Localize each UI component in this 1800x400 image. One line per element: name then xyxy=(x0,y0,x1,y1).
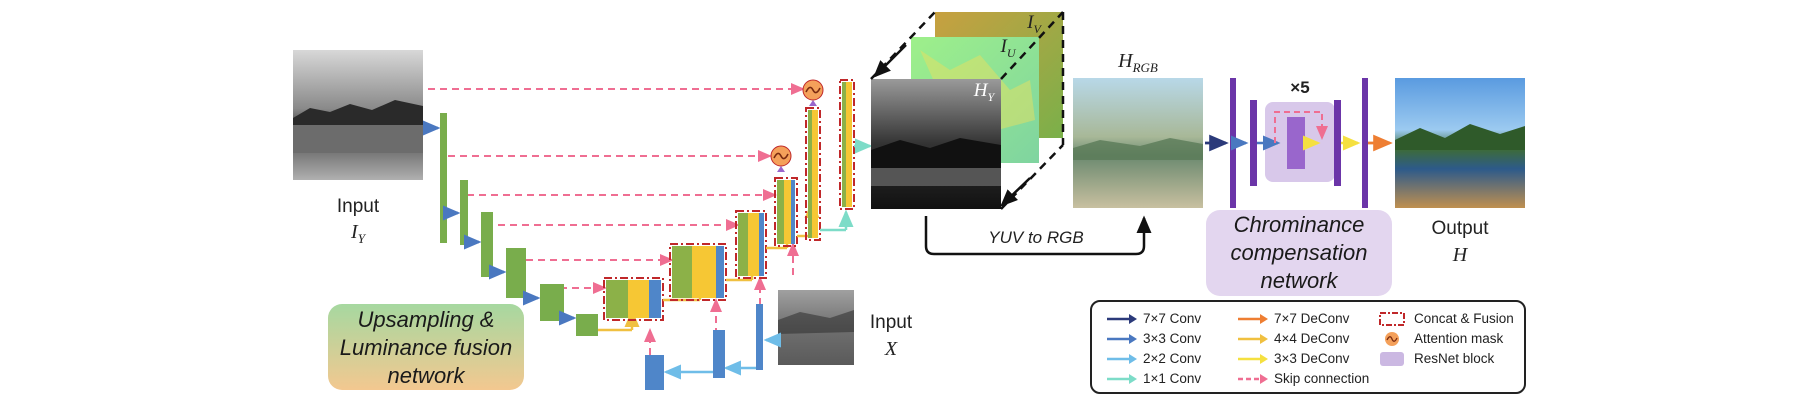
chrominance-label-1: Chrominance xyxy=(1233,212,1365,237)
legend-item-label: 2×2 Conv xyxy=(1143,351,1202,366)
yuv-to-rgb-connector xyxy=(924,215,1152,256)
legend-item-label: ResNet block xyxy=(1414,351,1495,366)
legend-swatch xyxy=(1385,332,1399,346)
legend-swatch xyxy=(1107,334,1137,344)
legend-swatch xyxy=(1238,314,1268,324)
hy-label: HY xyxy=(973,80,995,104)
legend-swatch xyxy=(1107,374,1137,384)
green-bar-6 xyxy=(576,314,598,336)
times5-label: ×5 xyxy=(1290,78,1310,97)
green-bar-1 xyxy=(440,113,447,243)
legend-item-label: 4×4 DeConv xyxy=(1274,331,1350,346)
skip-connections xyxy=(428,83,805,355)
legend-swatch xyxy=(1107,354,1137,364)
hrgb-image xyxy=(1073,78,1203,208)
legend-swatch xyxy=(1238,374,1268,384)
legend-item-label: Concat & Fusion xyxy=(1414,311,1514,326)
hrgb-label: HRGB xyxy=(1118,50,1158,75)
green-bar-2 xyxy=(460,180,468,245)
input-x-symbol: X xyxy=(884,338,898,360)
green-bar-5 xyxy=(540,284,564,321)
encoder-branch xyxy=(423,113,598,336)
chrominance-box xyxy=(1206,210,1392,296)
upsampling-label-3: network xyxy=(387,363,465,388)
upsampling-label-2: Luminance fusion xyxy=(339,335,513,360)
decoder-branch xyxy=(598,79,873,332)
legend-swatch xyxy=(1379,312,1405,326)
legend-item-label: Attention mask xyxy=(1414,331,1504,346)
chrominance-label-3: network xyxy=(1260,268,1338,293)
chrominance-network xyxy=(1205,78,1393,208)
legend-item-label: 1×1 Conv xyxy=(1143,371,1202,386)
legend xyxy=(1090,300,1526,394)
legend-swatch xyxy=(1107,314,1137,324)
legend-swatch xyxy=(1238,334,1268,344)
input-iy-symbol: IY xyxy=(351,221,365,246)
output-label: Output xyxy=(1431,218,1489,239)
input-x-branch xyxy=(645,290,854,390)
chrominance-label-2: compensation xyxy=(1230,240,1368,265)
legend-item-label: 7×7 DeConv xyxy=(1274,311,1350,326)
green-bar-4 xyxy=(506,248,526,298)
legend-swatch xyxy=(1238,354,1268,364)
upsampling-label-1: Upsampling & xyxy=(357,307,495,332)
output-symbol: H xyxy=(1452,244,1468,266)
legend-item-label: 3×3 Conv xyxy=(1143,331,1202,346)
output-image xyxy=(1395,78,1525,208)
green-bar-3 xyxy=(481,212,493,277)
iu-label: IU xyxy=(1000,36,1016,60)
yuv-to-rgb-label: YUV to RGB xyxy=(988,228,1084,247)
yuv-cube xyxy=(870,11,1065,210)
legend-item-label: 3×3 DeConv xyxy=(1274,351,1350,366)
legend-item-label: Skip connection xyxy=(1274,371,1370,386)
input-iy-image xyxy=(293,50,423,180)
attention-mask-icon xyxy=(770,79,824,172)
input-iy-label: Input xyxy=(336,196,380,217)
legend-item-label: 7×7 Conv xyxy=(1143,311,1202,326)
input-x-label: Input xyxy=(869,312,913,333)
upsampling-box xyxy=(328,304,524,390)
iv-label: IV xyxy=(1027,12,1041,36)
legend-swatch xyxy=(1380,352,1404,366)
